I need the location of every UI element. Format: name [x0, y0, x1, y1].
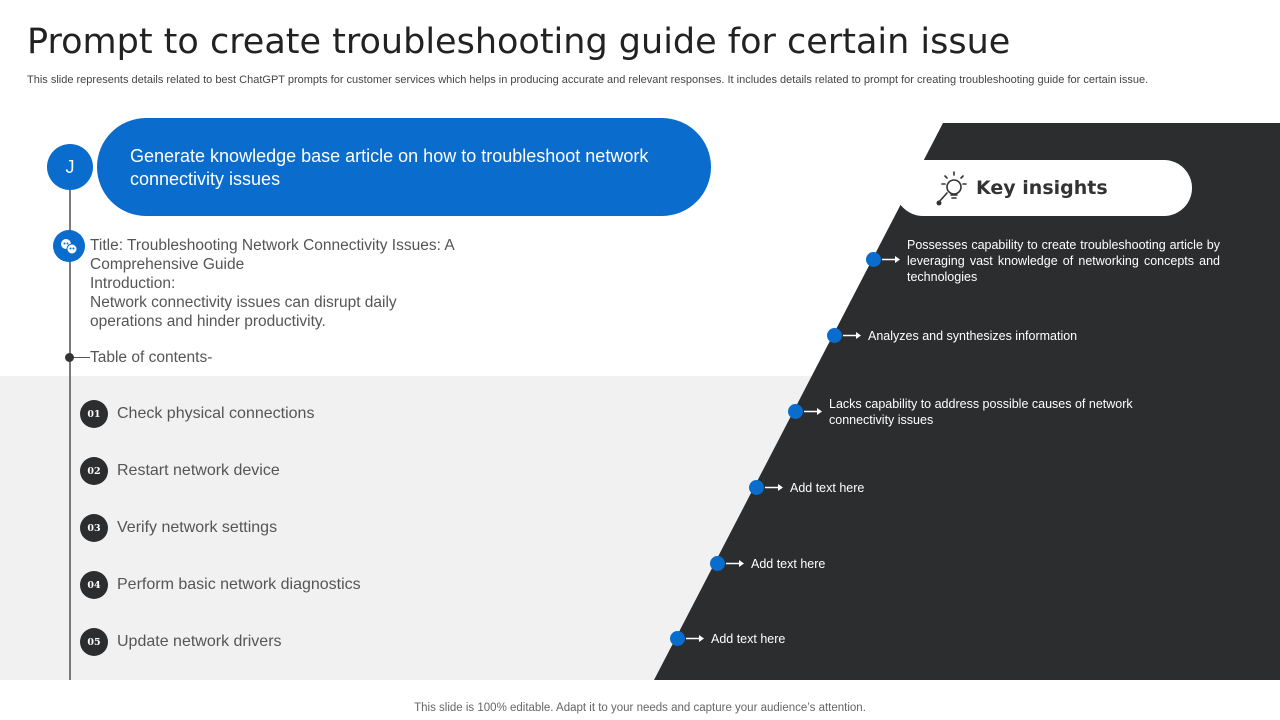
timeline-line — [69, 190, 71, 680]
key-insights-header — [895, 160, 1192, 216]
insight-text: Add text here — [751, 557, 826, 571]
lightbulb-magnifier-icon — [936, 171, 967, 206]
toc-item-label: Perform basic network diagnostics — [117, 576, 361, 593]
insight-bullet — [670, 631, 685, 646]
insight-item: Possesses capability to create troublesh… — [866, 238, 1226, 285]
arrow-right-icon — [882, 256, 900, 263]
toc-bullet — [65, 353, 74, 362]
toc-number-badge: 01 — [80, 400, 108, 428]
toc-number-badge: 05 — [80, 628, 108, 656]
insight-bullet — [827, 328, 842, 343]
insight-item: Add text here — [670, 631, 970, 647]
arrow-right-icon — [726, 560, 744, 567]
chatgpt-response: Title: Troubleshooting Network Connectiv… — [90, 236, 470, 331]
toc-connector — [74, 357, 90, 358]
toc-item: 03 Verify network settings — [80, 514, 277, 542]
slide-subtitle: This slide represents details related to… — [27, 74, 1149, 86]
arrow-right-icon — [804, 408, 822, 415]
slide-footer: This slide is 100% editable. Adapt it to… — [414, 702, 866, 714]
insight-bullet — [710, 556, 725, 571]
user-avatar: J — [47, 144, 93, 190]
insight-item: Add text here — [749, 480, 1049, 496]
insight-text: Lacks capability to address possible cau… — [829, 397, 1133, 427]
insight-text: Possesses capability to create troublesh… — [907, 238, 1220, 284]
insight-item: Analyzes and synthesizes information — [827, 328, 1187, 344]
toc-item-label: Verify network settings — [117, 519, 278, 536]
insight-item: Lacks capability to address possible cau… — [788, 397, 1168, 428]
toc-number-badge: 04 — [80, 571, 108, 599]
insight-bullet — [866, 252, 881, 267]
insight-text: Add text here — [711, 632, 786, 646]
arrow-right-icon — [686, 635, 704, 642]
toc-item: 05 Update network drivers — [80, 628, 282, 656]
response-line: operations and hinder productivity. — [90, 313, 326, 330]
toc-item-label: Check physical connections — [117, 405, 315, 422]
insight-bullet — [788, 404, 803, 419]
toc-item: 04 Perform basic network diagnostics — [80, 571, 361, 599]
toc-item: 02 Restart network device — [80, 457, 280, 485]
response-line: Comprehensive Guide — [90, 256, 245, 273]
prompt-text: Generate knowledge base article on how t… — [130, 146, 649, 189]
insight-text: Analyzes and synthesizes information — [868, 329, 1078, 343]
toc-number-badge: 03 — [80, 514, 108, 542]
toc-item-label: Restart network device — [117, 462, 280, 479]
key-insights-title: Key insights — [976, 177, 1108, 199]
response-line: Introduction: — [90, 275, 176, 292]
chatbot-icon — [53, 230, 85, 262]
response-line: Network connectivity issues can disrupt … — [90, 294, 397, 311]
toc-item: 01 Check physical connections — [80, 400, 314, 428]
arrow-right-icon — [765, 484, 783, 491]
insight-text: Add text here — [790, 481, 865, 495]
toc-number-badge: 02 — [80, 457, 108, 485]
insight-bullet — [749, 480, 764, 495]
toc-heading: Table of contents- — [90, 349, 213, 366]
slide-title: Prompt to create troubleshooting guide f… — [27, 22, 1011, 62]
prompt-bubble — [97, 118, 711, 216]
toc-item-label: Update network drivers — [117, 633, 282, 650]
arrow-right-icon — [843, 332, 861, 339]
response-line: Title: Troubleshooting Network Connectiv… — [90, 237, 455, 254]
insight-item: Add text here — [710, 556, 1010, 572]
